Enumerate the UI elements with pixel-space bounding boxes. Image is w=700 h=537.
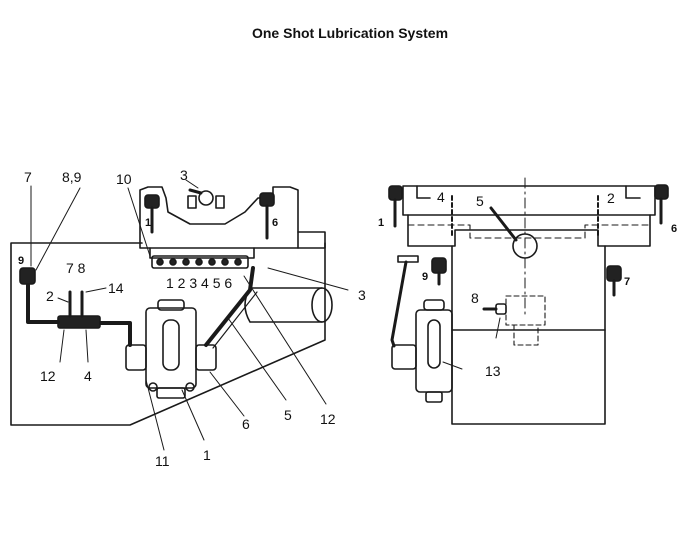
right-label-6: 6 [671,223,677,235]
right-fitting-9 [431,257,447,286]
distribution-manifold [151,255,249,269]
right-screw-end [512,233,538,259]
left-view: 7 8,9 10 3 1 6 9 7 8 2 14 1 2 3 4 5 6 3 … [10,167,366,469]
machine-base-outline [10,242,326,426]
oil-line-to-manifold-outline [212,291,258,349]
right-table-top [402,185,656,216]
label-6-table: 6 [272,217,278,229]
oil-pump [125,299,217,399]
table-rail [297,231,326,249]
right-label-9: 9 [422,271,428,283]
nozzle-1-left [144,194,160,234]
label-4: 4 [84,368,92,384]
right-view: 1 4 5 2 6 9 7 8 13 [378,177,677,425]
label-9: 9 [18,255,24,267]
label-12-left: 12 [40,368,56,384]
label-8-9: 8,9 [62,169,82,185]
top-fitting-3 [187,188,225,209]
right-saddle [407,214,651,247]
right-oil-pump [391,299,453,403]
label-3-side: 3 [358,287,366,303]
right-label-5: 5 [476,193,484,209]
label-5: 5 [284,407,292,423]
nozzle-9-left [19,267,36,285]
table-underside [149,247,255,259]
right-bracket [397,255,419,263]
right-fitting-8-assembly [482,295,546,346]
right-label-13: 13 [485,363,501,379]
left-leader-lines [30,179,349,451]
label-manifold-ports: 1 2 3 4 5 6 [166,275,232,291]
right-fitting-1 [388,185,403,228]
right-label-4: 4 [437,189,445,205]
label-12-right: 12 [320,411,336,427]
label-6-pump: 6 [242,416,250,432]
right-label-7: 7 [624,276,630,288]
diagram-title: One Shot Lubrication System [251,25,449,41]
oil-line-to-manifold [204,266,255,347]
right-leader-lines [442,317,501,370]
nozzle-6-left [259,192,275,240]
label-1-pump: 1 [203,447,211,463]
right-oil-line [390,260,408,348]
junction-block [57,290,101,329]
label-11: 11 [155,453,170,469]
leadscrew-cylinder [244,287,333,323]
label-10: 10 [116,171,132,187]
oil-line-to-nozzle-9 [26,283,60,324]
right-body-outline [451,245,606,425]
right-fitting-7 [606,265,622,297]
table-outline [139,186,299,249]
label-7: 7 [24,169,32,185]
label-7-8: 7 8 [66,260,86,276]
right-fitting-6 [654,184,669,225]
label-14: 14 [108,280,124,296]
label-1-table: 1 [145,217,151,229]
label-3-top: 3 [180,167,188,183]
oil-line-to-junction [98,321,132,347]
right-label-1: 1 [378,217,384,229]
right-label-2: 2 [607,190,615,206]
right-label-8: 8 [471,290,479,306]
right-saddle-dashed [407,224,651,239]
label-2: 2 [46,288,54,304]
right-table-slots [416,185,641,199]
right-fitting-5 [489,206,518,242]
